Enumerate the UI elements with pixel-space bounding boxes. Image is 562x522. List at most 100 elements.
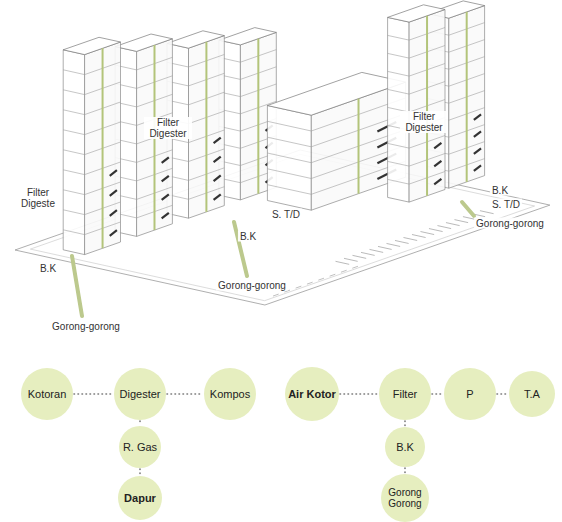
tower-roof <box>63 37 120 54</box>
floor-line <box>388 64 445 77</box>
floor-line <box>115 76 172 89</box>
parking-mark <box>412 235 426 238</box>
floor-line <box>388 136 445 149</box>
tower-roof <box>219 28 276 45</box>
node-text: Filter <box>393 388 417 401</box>
stair-mark <box>162 194 169 200</box>
parking-mark <box>446 223 460 226</box>
stair-mark <box>214 157 221 163</box>
parking-mark <box>341 270 347 272</box>
parking-mark <box>403 237 417 240</box>
floor-line <box>219 84 276 97</box>
pipe-line <box>426 16 428 196</box>
floor-line <box>388 172 445 185</box>
floor-line <box>63 82 120 95</box>
leader-line <box>462 202 474 216</box>
pipe-line <box>205 42 207 212</box>
flow-circle: P <box>444 368 496 420</box>
part-label: Gorong-gorong <box>474 218 546 229</box>
parking-mark <box>386 243 400 246</box>
node-text: Kompos <box>210 388 250 401</box>
tower-roof <box>167 31 224 48</box>
floor-line <box>115 187 172 200</box>
floor-line <box>167 73 224 86</box>
flow-circle: T.A <box>509 371 555 417</box>
stair-mark <box>474 148 481 154</box>
part-label: S. T/D <box>270 209 302 220</box>
floor-line <box>63 62 120 75</box>
floor-line <box>63 122 120 135</box>
floor-line <box>115 94 172 107</box>
stair-mark <box>474 114 481 120</box>
node-text: B.K <box>396 441 414 454</box>
parking-mark <box>429 229 443 232</box>
pipe-line <box>358 99 360 194</box>
pipe-line <box>257 39 259 194</box>
flow-circle: Dapur <box>118 476 162 520</box>
stair-mark <box>162 176 169 182</box>
tower-face <box>85 42 121 255</box>
floor-line <box>167 55 224 68</box>
floor-line <box>267 145 405 178</box>
parking-mark <box>352 266 358 268</box>
tower-face <box>449 6 485 189</box>
pipe-line <box>102 48 104 248</box>
parking-mark <box>330 274 336 276</box>
stair-mark <box>474 165 481 171</box>
node-text: Digester <box>120 388 161 401</box>
node-text: Dapur <box>124 492 156 505</box>
stair-mark <box>162 213 169 219</box>
part-label: B.K <box>490 185 510 196</box>
stair-mark <box>162 157 169 163</box>
floor-line <box>267 130 405 163</box>
floor-line <box>115 57 172 70</box>
floor-line <box>167 168 224 181</box>
flow-circle: B.K <box>385 427 425 467</box>
dotted-connector <box>139 421 141 425</box>
floor-line <box>115 205 172 218</box>
node-text: Kotoran <box>28 388 67 401</box>
part-label: B.K <box>38 263 58 274</box>
flow-circle: Filter <box>379 368 431 420</box>
node-text: Air Kotor <box>288 388 336 401</box>
parking-mark <box>273 294 279 296</box>
floor-line <box>388 28 445 41</box>
parking-mark <box>369 249 383 252</box>
floor-line <box>167 149 224 162</box>
parking-mark <box>344 258 358 261</box>
stair-mark <box>110 230 117 236</box>
node-text: P <box>466 388 473 401</box>
stair-mark <box>434 143 441 149</box>
pipe-line <box>466 12 468 182</box>
tower-roof <box>115 34 172 51</box>
tower-face <box>189 36 225 219</box>
part-label: S. T/D <box>490 199 522 210</box>
floor-line <box>115 150 172 163</box>
part-label: B.K <box>238 231 258 242</box>
stair-mark <box>214 138 221 144</box>
node-text: T.A <box>524 388 540 401</box>
dotted-connector <box>404 421 406 426</box>
floor-line <box>388 46 445 59</box>
flow-circle: Air Kotor <box>285 367 339 421</box>
node-text: R. Gas <box>123 441 157 454</box>
floor-line <box>219 67 276 80</box>
tower-roof <box>388 5 445 22</box>
floor-line <box>115 168 172 181</box>
parking-mark <box>318 278 324 280</box>
dotted-connector <box>497 393 508 395</box>
stair-mark <box>110 190 117 196</box>
parking-mark <box>353 255 367 258</box>
dotted-connector <box>340 393 378 395</box>
part-label: Gorong-gorong <box>50 321 122 332</box>
floor-line <box>63 102 120 115</box>
stair-mark <box>434 179 441 185</box>
part-label: Filter Digester <box>400 111 448 133</box>
stair-mark <box>434 161 441 167</box>
parking-mark <box>454 220 468 223</box>
flow-circle: R. Gas <box>119 426 161 468</box>
floor-line <box>388 154 445 167</box>
flow-circle: Kompos <box>204 368 256 420</box>
